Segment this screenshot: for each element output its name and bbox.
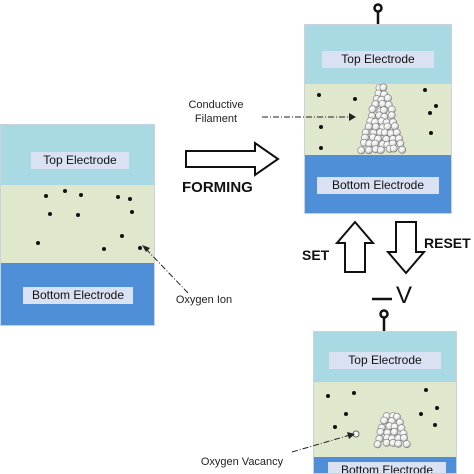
oxygen-ion [130, 210, 134, 214]
oxygen-ion [120, 234, 124, 238]
vacancy-leader-arrowhead [347, 432, 355, 439]
oxygen-ion-annotation: Oxygen Ion [175, 294, 233, 306]
oxygen-ion [79, 193, 83, 197]
top-electrode-label: Top Electrode [322, 51, 434, 68]
forming-arrow [185, 141, 280, 177]
filament-particle [383, 94, 392, 103]
bottom-electrode-label: Bottom Electrode [317, 177, 439, 194]
oxygen-ion [429, 131, 433, 135]
vacancy-leader-line [291, 434, 351, 453]
negative-voltage-label: V [396, 282, 413, 309]
filament-particle [390, 427, 399, 436]
conductive-filament-line2: Filament [194, 113, 238, 125]
oxygen-ion [63, 189, 67, 193]
filament-particle [382, 438, 391, 447]
reset-label: RESET [424, 235, 471, 251]
oxygen-ion [434, 104, 438, 108]
bottom-electrode-label: Bottom Electrode [328, 462, 446, 473]
filament-particle [357, 146, 366, 155]
oxygen-ion [319, 125, 323, 129]
filament-leader-arrowhead [349, 113, 356, 121]
oxygen-ion [319, 146, 323, 150]
reset-terminal [379, 309, 389, 331]
oxygen-ion-leader-line [145, 248, 189, 294]
top-terminal [373, 3, 383, 24]
set-arrow [334, 220, 376, 273]
oxygen-vacancy-annotation: Oxygen Vacancy [200, 456, 284, 468]
oxygen-ion [36, 241, 40, 245]
filament-particle [364, 146, 373, 155]
oxygen-ion [344, 412, 348, 416]
ruptured-filament [373, 412, 411, 449]
filament-particle [373, 440, 382, 449]
oxygen-ion [333, 425, 337, 429]
set-label: SET [302, 247, 330, 263]
conductive-filament-annotation: Conductive Filament [176, 98, 256, 126]
oxygen-ion [435, 406, 439, 410]
oxygen-ion [76, 213, 80, 217]
oxygen-ion [433, 423, 437, 427]
oxygen-ion [326, 394, 330, 398]
oxygen-ion [138, 246, 142, 250]
reset-arrow [385, 221, 427, 275]
top-electrode-label: Top Electrode [329, 352, 441, 369]
oxygen-ion [423, 88, 427, 92]
filament-particle [376, 428, 385, 436]
oxygen-ion [419, 412, 423, 416]
filament-particle [379, 83, 388, 92]
oxygen-ion [353, 97, 357, 101]
filament-particle [394, 439, 403, 448]
pristine-device: Top Electrode Bottom Electrode [0, 124, 155, 326]
oxygen-ion [128, 197, 132, 201]
oxygen-ion [352, 391, 356, 395]
oxygen-ion [116, 195, 120, 199]
oxygen-ion [48, 212, 52, 216]
oxygen-ion [317, 93, 321, 97]
filament-particle [368, 105, 377, 114]
bottom-electrode-label: Bottom Electrode [23, 287, 133, 304]
filament-particle [398, 145, 407, 154]
conductive-filament [357, 83, 407, 155]
oxygen-ion [428, 111, 432, 115]
filament-particle [389, 144, 398, 153]
conductive-filament-line1: Conductive [188, 99, 244, 111]
filament-particle [387, 111, 396, 120]
filament-particle [380, 416, 389, 425]
oxygen-ion [102, 247, 106, 251]
top-electrode-label: Top Electrode [31, 152, 129, 169]
oxygen-ion [44, 194, 48, 198]
filament-particle [376, 146, 385, 154]
oxygen-ion [424, 388, 428, 392]
forming-label: FORMING [182, 179, 253, 196]
filament-particle [402, 440, 411, 448]
oxygen-ion-leader-arrowhead [142, 245, 150, 252]
